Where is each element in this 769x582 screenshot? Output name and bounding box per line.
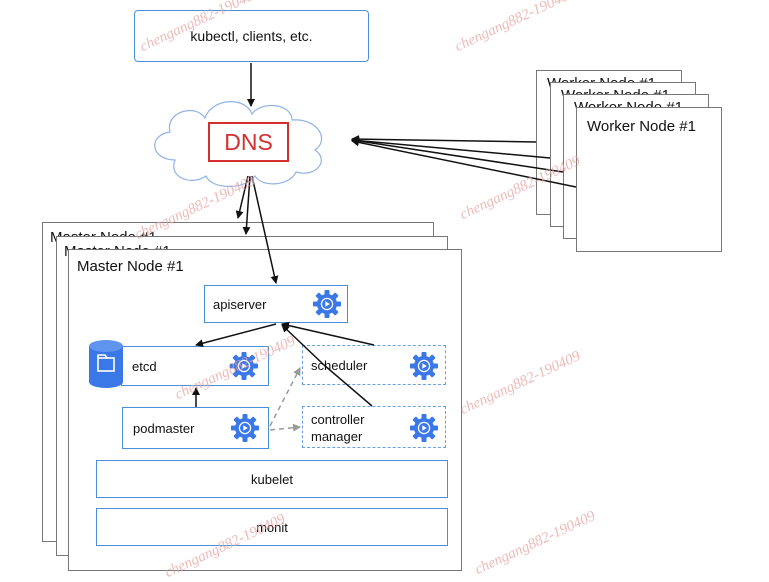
dns-label: DNS [224, 129, 273, 155]
monit-box: monit [96, 508, 448, 546]
arrow-dns-master-3 [235, 175, 249, 219]
monit-label: monit [256, 520, 288, 535]
master-node-title: Master Node #1 [77, 258, 184, 275]
worker-node-title: Worker Node #1 [587, 118, 696, 135]
gear-icon [230, 352, 258, 380]
worker-node-card-1: Worker Node #1 [576, 107, 722, 252]
clients-label: kubectl, clients, etc. [190, 28, 313, 44]
scheduler-label: scheduler [311, 358, 368, 373]
arrow-worker-dns-3 [351, 137, 564, 173]
etcd-label: etcd [132, 359, 157, 374]
dashed-podmaster-scheduler [269, 367, 301, 427]
controller-manager-label-line1: controller [311, 412, 365, 427]
database-icon [89, 340, 123, 388]
gear-icon [313, 290, 341, 318]
arrow-controller-apiserver [323, 364, 373, 407]
apiserver-label: apiserver [213, 297, 267, 312]
arrow-scheduler-apiserver [281, 321, 375, 346]
arrow-dns-master-2 [242, 175, 251, 235]
dns-box: DNS [208, 122, 289, 162]
arrow-worker-dns-1 [351, 135, 537, 144]
gear-icon [410, 414, 438, 442]
arrow-apiserver-etcd [195, 323, 277, 348]
arrow-dns-apiserver [251, 175, 279, 284]
arrow-worker-dns-4 [351, 138, 577, 188]
clients-box: kubectl, clients, etc. [134, 10, 369, 62]
controller-manager-label-line2: manager [311, 429, 363, 444]
gear-icon [410, 352, 438, 380]
gear-icon [231, 414, 259, 442]
kubelet-box: kubelet [96, 460, 448, 498]
podmaster-label: podmaster [133, 421, 195, 436]
dashed-podmaster-controller [269, 423, 301, 432]
arrow-worker-dns-2 [351, 136, 551, 159]
kubelet-label: kubelet [251, 472, 293, 487]
